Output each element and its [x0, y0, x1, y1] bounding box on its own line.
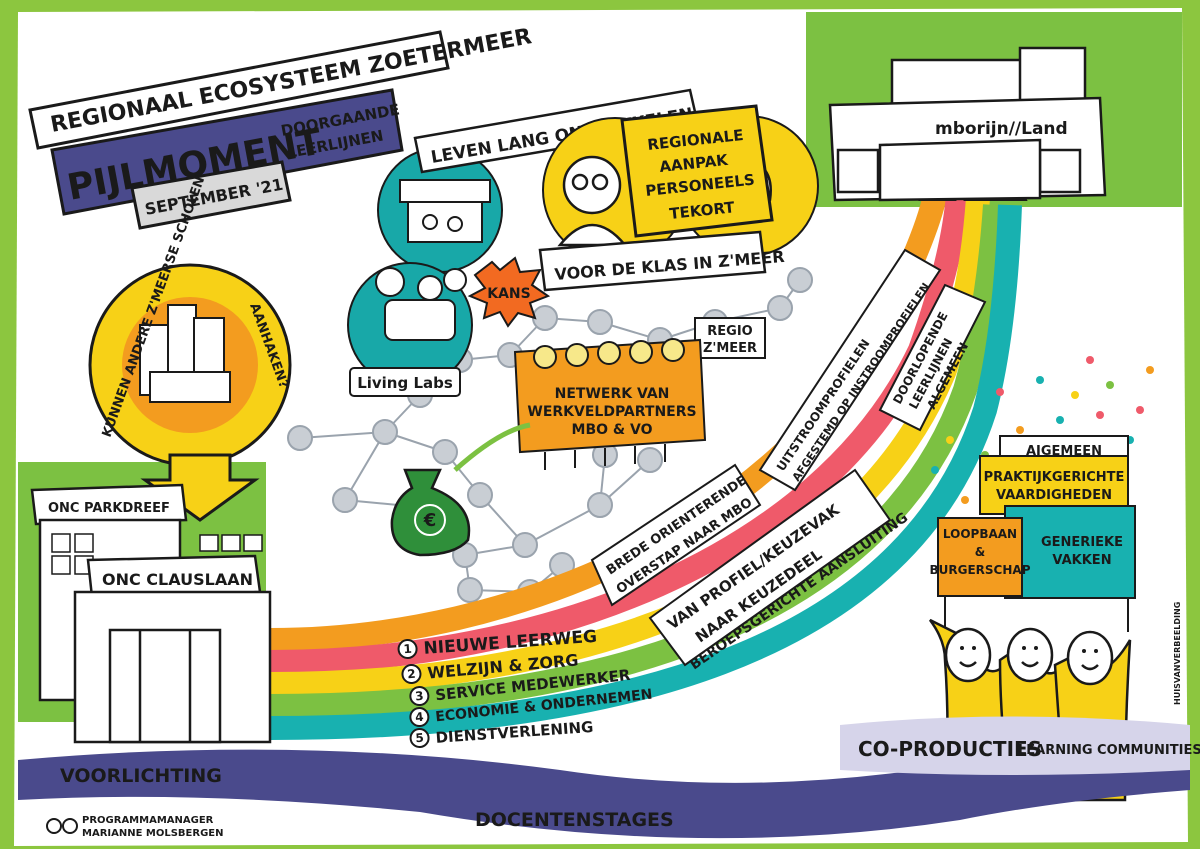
program-manager-credit: PROGRAMMAMANAGER MARIANNE MOLSBERGEN: [46, 815, 224, 839]
learning-communities-label: LEARNING COMMUNITIES: [1018, 743, 1200, 758]
coproducties-label: CO-PRODUCTIES: [858, 737, 1042, 761]
sign-praktijk-1: PRAKTIJKGERICHTE: [984, 470, 1125, 485]
bottom-ribbons: VOORLICHTING DOCENTENSTAGES CO-PRODUCTIE…: [18, 716, 1200, 839]
sign-generieke-1: GENERIEKE: [1041, 535, 1123, 550]
stream-num-3: 3: [414, 689, 424, 704]
kans-label: KANS: [487, 286, 530, 302]
living-labs-label: Living Labs: [357, 374, 453, 392]
stream-num-2: 2: [407, 667, 417, 682]
city-buildings-icon: [139, 304, 231, 403]
illustrator-credit: HUISVANVERBEELDING: [1173, 602, 1182, 705]
netwerk-line1: NETWERK VAN: [555, 386, 670, 402]
onc-buildings: ONC PARKDREEF ONC CLAUSLAAN: [30, 483, 272, 744]
stream-num-5: 5: [415, 731, 424, 746]
sign-loopbaan-3: BURGERSCHAP: [930, 563, 1031, 577]
binoculars-icon: [46, 818, 78, 834]
stream-arc-5: [269, 204, 1022, 740]
mbo-building: mborijn//Land: [828, 46, 1107, 202]
netwerk-group: REGIO Z'MEER NETWERK VAN WERKVELDPARTNER…: [453, 317, 766, 472]
sign-loopbaan-1: LOOPBAAN: [943, 527, 1017, 541]
onc-clauslaan-label: ONC CLAUSLAAN: [102, 570, 253, 589]
theme-signs: AIGEMEEN PRAKTIJKGERICHTE VAARDIGHEDEN G…: [930, 435, 1136, 632]
pm-line2: MARIANNE MOLSBERGEN: [82, 828, 224, 839]
voorlichting-label: VOORLICHTING: [60, 765, 222, 787]
money-bag-icon: €: [390, 468, 471, 557]
onc-parkdreef-label: ONC PARKDREEF: [48, 501, 170, 516]
docentenstages-label: DOCENTENSTAGES: [475, 809, 674, 831]
netwerk-line3: MBO & VO: [572, 422, 653, 438]
kans-burst: [467, 256, 551, 328]
stream-num-4: 4: [414, 710, 424, 725]
sign-generieke-2: VAKKEN: [1052, 553, 1111, 568]
svg-text:€: €: [423, 510, 437, 531]
pm-line1: PROGRAMMAMANAGER: [82, 815, 214, 826]
sign-praktijk-2: VAARDIGHEDEN: [996, 488, 1112, 503]
stream-arc-2: [269, 193, 970, 674]
sign-loopbaan-2: &: [975, 545, 985, 559]
living-labs-group: Living Labs KANS: [347, 147, 551, 397]
mbo-label: mborijn//Land: [935, 119, 1068, 139]
leven-lang-group: LEVEN LANG ONTWIKKELEN REGIONALE AANPAK …: [413, 88, 819, 292]
netwerk-line2: WERKVELDPARTNERS: [527, 404, 696, 420]
market-stall-icon: [399, 179, 491, 243]
regio-line1: REGIO: [707, 324, 752, 339]
stream-num-1: 1: [403, 642, 412, 657]
tekort-sign: [620, 104, 774, 238]
scholen-bubble: KUNNEN ANDERE Z'MEERSE SCHOLEN AANHAKEN?: [88, 175, 292, 522]
people-reading-icon: [375, 267, 467, 341]
regio-line2: Z'MEER: [703, 341, 757, 356]
